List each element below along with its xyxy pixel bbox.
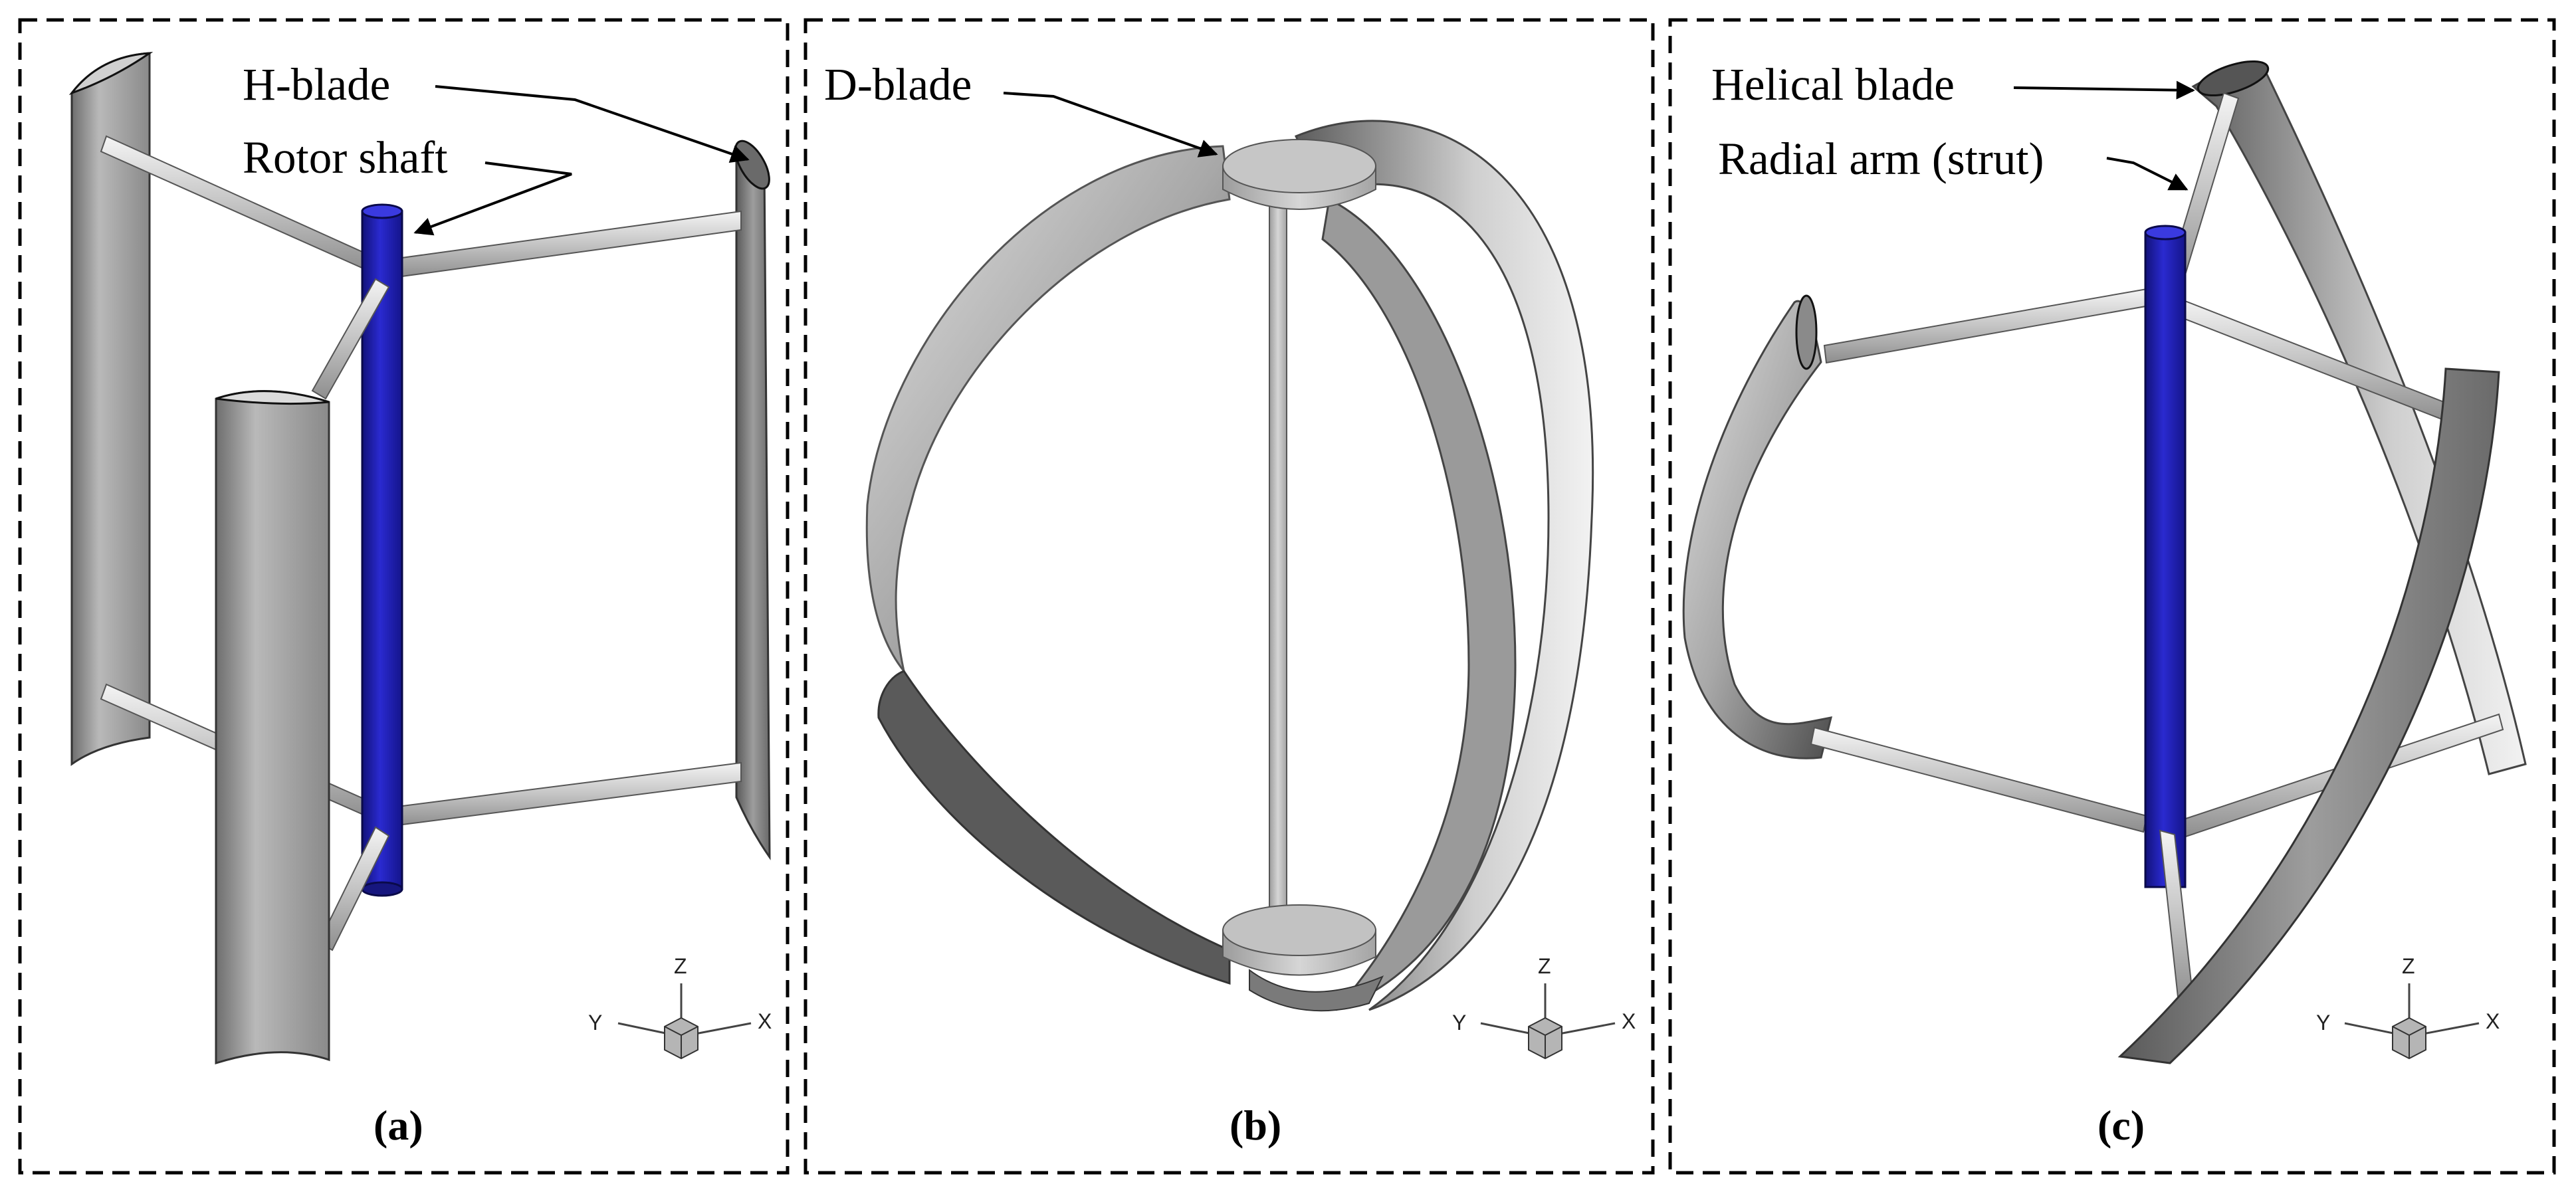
strut-a-lower-front bbox=[318, 826, 390, 951]
axes-triad-a: Z Y X bbox=[588, 954, 772, 1060]
axis-z-label-b: Z bbox=[1538, 954, 1551, 978]
axis-z-label-c: Z bbox=[2402, 954, 2415, 978]
axis-x-label-c: X bbox=[2486, 1009, 2500, 1033]
label-radial-arm: Radial arm (strut) bbox=[1718, 134, 2044, 184]
leader-radial-arm bbox=[2106, 157, 2189, 191]
rotor-shaft-c bbox=[2144, 231, 2187, 888]
axis-x-label-a: X bbox=[758, 1009, 772, 1033]
caption-b: (b) bbox=[1230, 1102, 1281, 1149]
h-blade-back-left-top-edge bbox=[68, 52, 154, 96]
h-blade-front-top-edge bbox=[215, 390, 330, 405]
axis-y-label-b: Y bbox=[1452, 1011, 1466, 1035]
label-helical-blade: Helical blade bbox=[1711, 59, 1955, 110]
label-rotor-shaft: Rotor shaft bbox=[243, 132, 448, 183]
strut-a-upper-front bbox=[311, 278, 390, 400]
caption-a: (a) bbox=[374, 1102, 423, 1149]
axis-y-label-a: Y bbox=[588, 1011, 602, 1035]
label-h-blade: H-blade bbox=[243, 59, 390, 110]
strut-c-lower-left bbox=[1810, 726, 2148, 833]
leader-helical-blade bbox=[2013, 80, 2195, 100]
strut-a-lower-right bbox=[391, 761, 742, 827]
panel-a-turbine bbox=[68, 52, 771, 1065]
rotor-shaft-a-top bbox=[361, 203, 403, 219]
h-blade-front bbox=[215, 390, 330, 1065]
axis-x-label-b: X bbox=[1622, 1009, 1636, 1033]
helical-blade-front bbox=[2117, 367, 2500, 1064]
axis-z-label-a: Z bbox=[674, 954, 687, 978]
bottom-blade-lip-b bbox=[1249, 969, 1384, 1012]
d-blade-front-top bbox=[865, 145, 1231, 672]
panel-b-frame bbox=[804, 18, 1655, 1175]
leader-rotor-shaft bbox=[413, 161, 572, 236]
panel-a-frame bbox=[18, 18, 790, 1175]
helical-blade-left-tip bbox=[1795, 294, 1818, 370]
label-d-blade: D-blade bbox=[824, 59, 972, 110]
caption-c: (c) bbox=[2097, 1102, 2145, 1149]
d-blade-front-bottom bbox=[877, 670, 1231, 985]
d-blade-back bbox=[1294, 120, 1594, 1011]
rotor-shaft-a-bottom bbox=[361, 881, 403, 897]
helical-blade-left bbox=[1682, 300, 1833, 759]
panel-c-turbine bbox=[1682, 60, 2527, 1064]
leader-d-blade bbox=[1003, 92, 1218, 157]
rotor-shaft-c-top bbox=[2144, 225, 2187, 241]
strut-c-upper-right bbox=[2173, 298, 2454, 423]
rotor-shaft-b bbox=[1269, 199, 1287, 944]
axes-triad-b: Z Y X bbox=[1452, 954, 1636, 1060]
strut-c-bottom bbox=[2159, 829, 2195, 1005]
strut-c-upper-left bbox=[1823, 288, 2151, 364]
helical-blade-back-tip bbox=[2197, 60, 2270, 97]
axis-y-label-c: Y bbox=[2316, 1011, 2330, 1035]
bottom-hub-b-face bbox=[1222, 904, 1376, 956]
top-hub-b-face bbox=[1222, 139, 1376, 193]
panel-c-frame bbox=[1668, 18, 2556, 1175]
axes-triad-c: Z Y X bbox=[2316, 954, 2500, 1060]
leader-h-blade bbox=[435, 85, 750, 163]
panel-b-turbine bbox=[865, 120, 1594, 1012]
h-blade-right bbox=[735, 151, 771, 860]
